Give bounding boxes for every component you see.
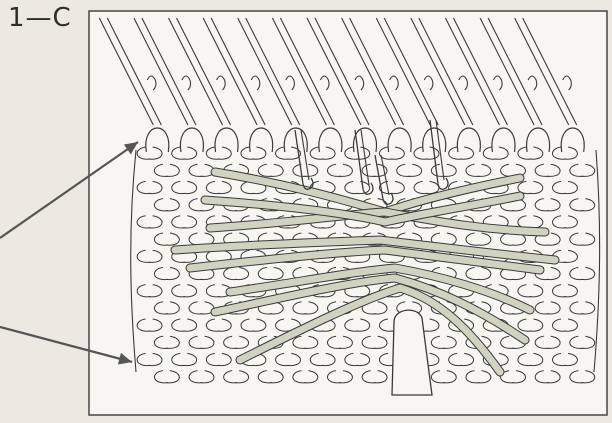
figure-label: 1—C xyxy=(8,5,72,31)
